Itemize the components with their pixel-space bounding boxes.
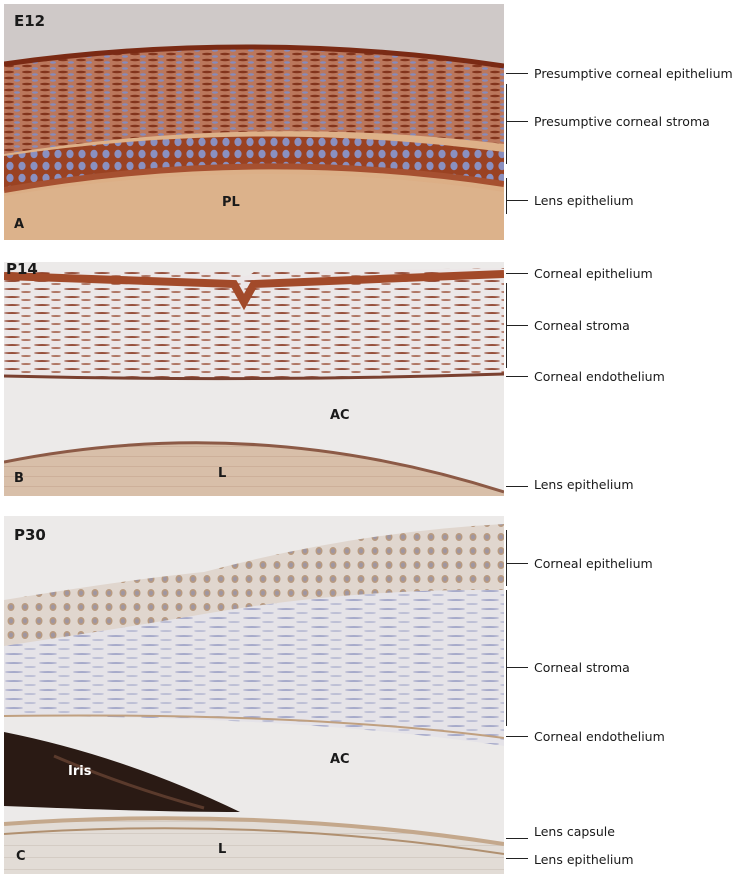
bracket-a-lens bbox=[506, 178, 507, 214]
tick-c-cornea-epi bbox=[506, 563, 528, 564]
panel-b-stage-label: P14 bbox=[6, 262, 38, 278]
bracket-a-stroma bbox=[506, 84, 507, 164]
panel-c-region-ac: AC bbox=[330, 752, 350, 767]
annotation-c-stroma: Corneal stroma bbox=[534, 660, 630, 675]
panel-c-region-l: L bbox=[218, 842, 227, 857]
annotation-c-cornea-endo: Corneal endothelium bbox=[534, 729, 665, 744]
tick-a-lens bbox=[506, 200, 528, 201]
micrograph-e12 bbox=[4, 4, 504, 240]
tick-c-stroma bbox=[506, 667, 528, 668]
tick-b-cornea-endo bbox=[506, 376, 528, 377]
annotation-c-lens-capsule: Lens capsule bbox=[534, 824, 615, 839]
panel-c-region-iris: Iris bbox=[68, 764, 92, 779]
panel-c-p30: P30 C Iris AC L bbox=[4, 516, 504, 874]
annotation-b-lens: Lens epithelium bbox=[534, 477, 634, 492]
micrograph-p14 bbox=[4, 262, 504, 496]
panel-a-letter: A bbox=[14, 217, 25, 232]
panel-a-stage-label: E12 bbox=[14, 12, 46, 30]
tick-b-cornea-epi bbox=[506, 273, 528, 274]
panel-a-region-pl: PL bbox=[222, 195, 240, 210]
annotation-a-cornea-epi: Presumptive corneal epithelium bbox=[534, 66, 733, 81]
tick-b-lens bbox=[506, 486, 528, 487]
annotation-c-lens-epi: Lens epithelium bbox=[534, 852, 634, 867]
panel-c-letter: C bbox=[16, 849, 26, 864]
tick-a-cornea-epi bbox=[506, 73, 528, 74]
tick-c-lens-epi bbox=[506, 858, 528, 859]
panel-b-region-ac: AC bbox=[330, 408, 350, 423]
panel-a-e12: E12 A PL bbox=[4, 4, 504, 240]
tick-c-lens-capsule bbox=[506, 838, 528, 839]
annotation-b-cornea-epi: Corneal epithelium bbox=[534, 266, 653, 281]
annotation-b-stroma: Corneal stroma bbox=[534, 318, 630, 333]
annotation-b-cornea-endo: Corneal endothelium bbox=[534, 369, 665, 384]
bracket-c-cornea-epi bbox=[506, 530, 507, 586]
annotation-a-stroma: Presumptive corneal stroma bbox=[534, 114, 710, 129]
micrograph-p30 bbox=[4, 516, 504, 874]
panel-b-p14: P14 B AC L bbox=[4, 262, 504, 496]
tick-b-stroma bbox=[506, 325, 528, 326]
bracket-c-stroma bbox=[506, 590, 507, 726]
tick-c-cornea-endo bbox=[506, 736, 528, 737]
annotation-c-cornea-epi: Corneal epithelium bbox=[534, 556, 653, 571]
tick-a-stroma bbox=[506, 121, 528, 122]
annotation-a-lens: Lens epithelium bbox=[534, 193, 634, 208]
panel-b-region-l: L bbox=[218, 466, 227, 481]
panel-c-stage-label: P30 bbox=[14, 526, 46, 544]
panel-b-letter: B bbox=[14, 471, 24, 486]
